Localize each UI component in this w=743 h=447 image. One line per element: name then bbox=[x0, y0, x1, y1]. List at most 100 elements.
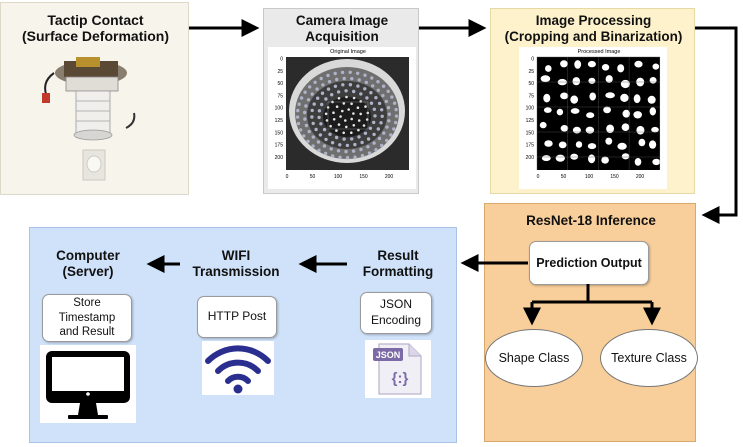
binarized-blob bbox=[556, 108, 564, 116]
sensor-pin-dot bbox=[382, 131, 386, 135]
resnet-panel: ResNet-18 Inference Prediction Output Sh… bbox=[484, 203, 698, 442]
sensor-pin-dot bbox=[341, 109, 344, 113]
sensor-pin-dot bbox=[385, 138, 389, 143]
processing-panel: Image Processing (Cropping and Binarizat… bbox=[490, 8, 695, 194]
y-tick-label: 100 bbox=[526, 106, 535, 112]
sensor-pin-dot bbox=[335, 77, 339, 82]
sensor-pin-dot bbox=[352, 112, 355, 115]
sensor-pin-dot bbox=[363, 73, 367, 77]
wifi-icon-tile bbox=[202, 341, 274, 395]
sensor-pin-dot bbox=[359, 147, 363, 152]
sensor-pin-dot bbox=[330, 93, 334, 97]
sensor-pin-dot bbox=[310, 108, 314, 113]
arrow-processing-to-resnet bbox=[695, 26, 738, 224]
sensor-pin-dot bbox=[326, 73, 330, 78]
sensor-pin-dot bbox=[350, 102, 353, 106]
binarized-blob bbox=[617, 142, 627, 150]
binarized-blob bbox=[647, 95, 656, 104]
sensor-pin-dot bbox=[303, 110, 307, 115]
sensor-pin-dot bbox=[348, 83, 353, 87]
sensor-pin-dot bbox=[310, 92, 314, 96]
y-tick-label: 25 bbox=[277, 69, 283, 75]
x-tick-label: 150 bbox=[610, 174, 619, 180]
sensor-pin-dot bbox=[371, 84, 375, 88]
sensor-pin-dot bbox=[366, 145, 370, 149]
binarized-blob bbox=[545, 65, 552, 72]
sensor-pin-dot bbox=[351, 149, 356, 153]
binarized-blob bbox=[621, 153, 630, 160]
y-tick-label: 175 bbox=[526, 143, 535, 149]
sensor-pin-dot bbox=[297, 102, 301, 106]
sensor-pin-dot bbox=[357, 119, 361, 122]
binarized-blob bbox=[651, 126, 659, 133]
y-tick-label: 25 bbox=[528, 69, 534, 75]
sensor-pin-dot bbox=[345, 143, 350, 148]
sensor-pin-dot bbox=[311, 135, 315, 139]
sensor-pin-dot bbox=[359, 112, 362, 116]
y-tick-label: 175 bbox=[275, 143, 284, 149]
y-tick-label: 0 bbox=[280, 57, 283, 63]
sensor-pin-dot bbox=[308, 85, 312, 89]
sensor-pin-dot bbox=[350, 117, 353, 121]
sensor-pin-dot bbox=[296, 108, 300, 113]
binarized-blob bbox=[572, 77, 581, 86]
y-tick-label: 150 bbox=[526, 130, 535, 136]
y-tick-label: 50 bbox=[277, 81, 283, 87]
sensor-pin-dot bbox=[380, 114, 384, 119]
y-tick-label: 0 bbox=[531, 57, 534, 63]
sensor-pin-dot bbox=[387, 112, 391, 116]
sensor-pin-dot bbox=[368, 126, 373, 130]
sensor-pin-dot bbox=[344, 119, 347, 122]
sensor-pin-dot bbox=[339, 115, 342, 118]
sensor-pin-dot bbox=[318, 133, 323, 137]
binarized-blob bbox=[560, 125, 569, 132]
sensor-pin-dot bbox=[332, 111, 335, 114]
sensor-pin-dot bbox=[366, 111, 370, 115]
sensor-pin-dot bbox=[384, 99, 388, 104]
binarized-blob bbox=[540, 75, 551, 83]
binarized-blob bbox=[558, 141, 567, 149]
sensor-pin-dot bbox=[370, 76, 374, 80]
json-file-icon-tile: JSON {:} bbox=[365, 340, 431, 398]
sensor-pin-dot bbox=[357, 78, 361, 82]
sensor-pin-dot bbox=[372, 120, 376, 125]
x-tick-label: 0 bbox=[286, 174, 289, 180]
sensor-pin-dot bbox=[350, 131, 353, 134]
result-title: Result Formatting bbox=[362, 248, 434, 279]
binarized-blob bbox=[622, 109, 631, 118]
y-tick-label: 150 bbox=[275, 130, 284, 136]
sensor-pin-dot bbox=[352, 89, 356, 94]
x-tick-label: 200 bbox=[385, 174, 394, 180]
binarized-blob bbox=[539, 121, 547, 129]
binarized-blob bbox=[652, 63, 660, 70]
binarized-blob bbox=[570, 95, 579, 104]
sensor-pin-dot bbox=[381, 93, 385, 98]
sensor-pin-dot bbox=[337, 97, 341, 100]
computer-title: Computer (Server) bbox=[56, 248, 120, 279]
binarized-blob bbox=[570, 153, 579, 160]
sensor-pin-dot bbox=[326, 87, 331, 91]
binarized-blob bbox=[634, 60, 643, 68]
binarized-blob bbox=[586, 112, 595, 119]
sensor-pin-dot bbox=[365, 96, 369, 100]
sensor-pin-dot bbox=[345, 125, 348, 129]
sensor-pin-dot bbox=[295, 115, 300, 119]
original-image-title: Original Image bbox=[330, 49, 366, 55]
y-tick-label: 75 bbox=[528, 93, 534, 99]
prediction-output-box: Prediction Output bbox=[529, 241, 649, 285]
tactip-sensor-photo bbox=[42, 57, 136, 181]
sensor-pin-dot bbox=[342, 102, 346, 105]
sensor-pin-dot bbox=[319, 76, 323, 81]
sensor-pin-dot bbox=[328, 132, 332, 136]
binarized-blob bbox=[638, 138, 646, 147]
tactip-title: Tactip Contact (Surface Deformation) bbox=[21, 12, 170, 45]
sensor-pin-dot bbox=[392, 101, 397, 105]
sensor-pin-dot bbox=[392, 127, 396, 131]
sensor-pin-dot bbox=[337, 123, 341, 126]
sensor-pin-dot bbox=[345, 156, 350, 160]
binarized-blob bbox=[633, 111, 642, 119]
sensor-pin-dot bbox=[364, 105, 367, 108]
